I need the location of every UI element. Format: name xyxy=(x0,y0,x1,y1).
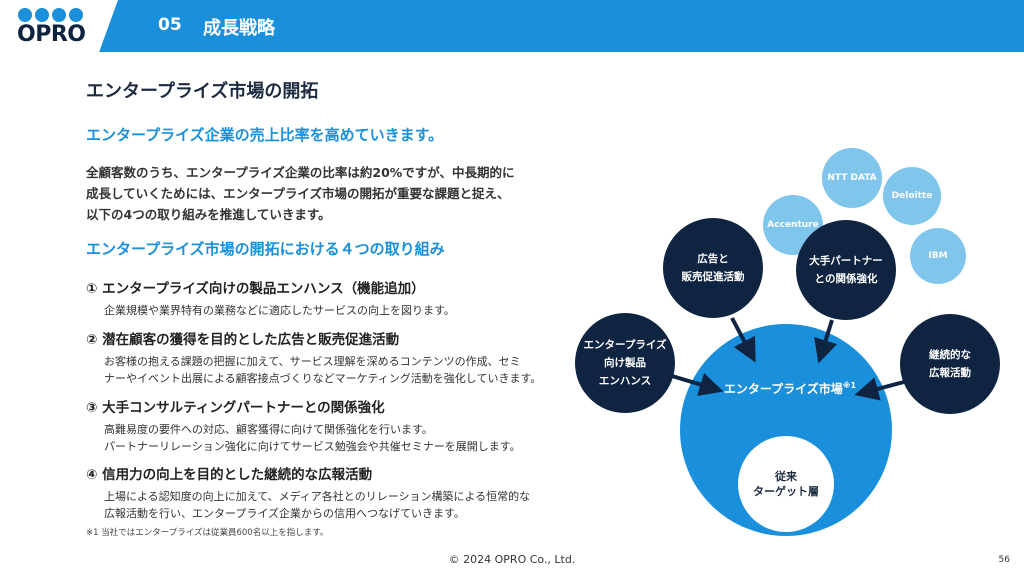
market-diagram: エンタープライズ市場※1 従来 ターゲット層 Accenture NTT DAT… xyxy=(560,140,1020,540)
intro-paragraph: 全顧客数のうち、エンタープライズ企業の比率は約20%ですが、中長期的に 成長して… xyxy=(86,162,586,225)
arrows xyxy=(671,317,905,401)
initiative-desc: 高難易度の要件への対応、顧客獲得に向けて関係強化を行います。 パートナーリレーシ… xyxy=(104,421,521,455)
initiative-desc: お客様の抱える課題の把握に加えて、サービス理解を深めるコンテンツの作成、セミ ナ… xyxy=(104,353,541,387)
initiative-desc: 上場による認知度の向上に加えて、メディア各社とのリレーション構築による恒常的な … xyxy=(104,488,530,522)
section-number: 05 xyxy=(158,15,182,35)
core-line: 従来 xyxy=(775,470,797,483)
intro-line: 以下の4つの取り組みを推進していきます。 xyxy=(86,207,331,222)
partner-bubble-ibm: IBM xyxy=(910,228,966,284)
initiative-desc-line: ナーやイベント出展による顧客接点づくりなどマーケティング活動を強化していきます。 xyxy=(104,372,542,385)
partner-bubble-nttdata: NTT DATA xyxy=(822,148,882,208)
initiatives-heading: エンタープライズ市場の開拓における４つの取り組み xyxy=(86,240,445,258)
page-title: エンタープライズ市場の開拓 xyxy=(86,81,319,102)
enterprise-market-label: エンタープライズ市場※1 xyxy=(723,381,857,396)
initiative-bubble-pr: 継続的な 広報活動 xyxy=(900,314,1000,414)
core-line: ターゲット層 xyxy=(753,485,819,498)
initiative-item: ④ 信用力の向上を目的とした継続的な広報活動 上場による認知度の向上に加えて、メ… xyxy=(86,463,530,522)
arrow-ads xyxy=(730,317,756,363)
initiative-title: ④ 信用力の向上を目的とした継続的な広報活動 xyxy=(86,467,373,483)
initiative-desc-line: お客様の抱える課題の把握に加えて、サービス理解を深めるコンテンツの作成、セミ xyxy=(104,355,521,368)
initiative-bubble-partner: 大手パートナー との関係強化 xyxy=(796,220,896,320)
logo-text: OPRO xyxy=(17,22,86,47)
logo: OPRO xyxy=(0,0,118,52)
copyright: © 2024 OPRO Co., Ltd. xyxy=(448,553,576,566)
initiative-item: ② 潜在顧客の獲得を目的とした広告と販売促進活動 お客様の抱える課題の把握に加え… xyxy=(86,328,541,387)
core-target-circle: 従来 ターゲット層 xyxy=(738,436,834,532)
lead-text: エンタープライズ企業の売上比率を高めていきます。 xyxy=(86,126,444,144)
initiative-desc: 企業規模や業界特有の業務などに適応したサービスの向上を図ります。 xyxy=(104,304,455,317)
initiative-desc-line: 広報活動を行い、エンタープライズ企業からの信用へつなげていきます。 xyxy=(104,507,465,520)
initiative-item: ① エンタープライズ向けの製品エンハンス（機能追加） 企業規模や業界特有の業務な… xyxy=(86,277,455,319)
intro-line: 全顧客数のうち、エンタープライズ企業の比率は約20%ですが、中長期的に xyxy=(86,165,515,180)
page-number: 56 xyxy=(998,555,1010,565)
arrow-partner xyxy=(814,319,838,364)
initiative-desc-line: 上場による認知度の向上に加えて、メディア各社とのリレーション構築による恒常的な xyxy=(104,490,531,503)
initiative-title: ① エンタープライズ向けの製品エンハンス（機能追加） xyxy=(86,281,425,297)
initiative-title: ② 潜在顧客の獲得を目的とした広告と販売促進活動 xyxy=(86,332,400,348)
partner-bubble-accenture: Accenture xyxy=(763,195,823,255)
header-bar xyxy=(0,0,1024,52)
intro-line: 成長していくためには、エンタープライズ市場の開拓が重要な課題と捉え、 xyxy=(86,186,510,201)
logo-dots-icon xyxy=(18,8,83,22)
initiative-desc-line: パートナーリレーション強化に向けてサービス勉強会や共催セミナーを展開します。 xyxy=(104,440,521,453)
initiative-desc-line: 高難易度の要件への対応、顧客獲得に向けて関係強化を行います。 xyxy=(104,423,433,436)
initiative-title: ③ 大手コンサルティングパートナーとの関係強化 xyxy=(86,400,385,416)
arrow-enhance xyxy=(671,373,724,397)
initiative-item: ③ 大手コンサルティングパートナーとの関係強化 高難易度の要件への対応、顧客獲得… xyxy=(86,396,521,455)
initiative-bubble-ads: 広告と 販売促進活動 xyxy=(663,218,763,318)
section-title: 成長戦略 xyxy=(203,18,275,39)
partner-bubble-deloitte: Deloitte xyxy=(883,167,941,225)
footnote: ※1 当社ではエンタープライズは従業員600名以上を指します。 xyxy=(86,528,329,538)
arrow-pr xyxy=(854,377,905,401)
initiative-bubble-enhance: エンタープライズ 向け製品 エンハンス xyxy=(575,313,675,413)
